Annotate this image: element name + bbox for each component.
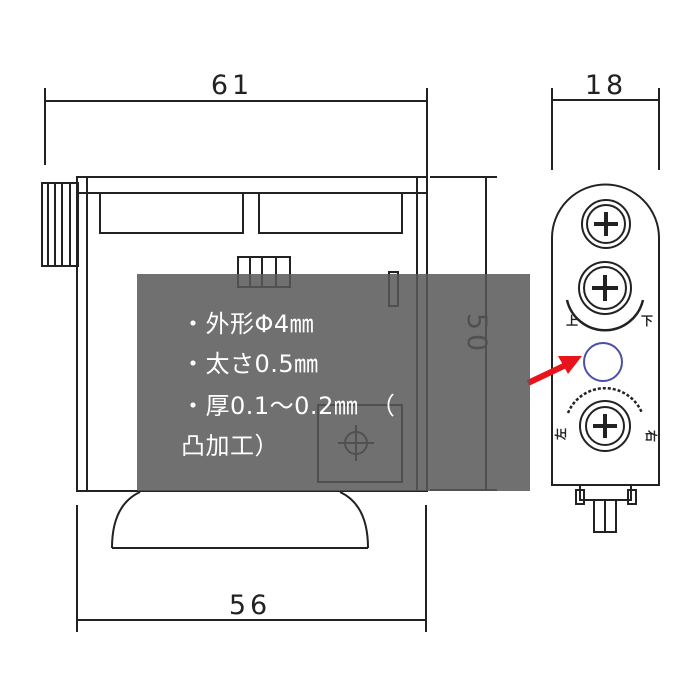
adjust-knob [41, 182, 79, 267]
dimension-56-label: 56 [229, 590, 271, 621]
label-left: 左 [553, 428, 568, 441]
screw-side-adjust [566, 386, 644, 452]
dimension-61-label: 61 [211, 70, 253, 101]
spec-line-depth: ・厚0.1～0.2㎜ （ [181, 392, 396, 420]
dimension-56 [76, 505, 427, 632]
label-down: 下 [641, 314, 653, 328]
dimension-61 [44, 88, 428, 180]
screw-height-adjust [565, 261, 645, 332]
label-up: 上 [566, 313, 578, 328]
spec-overlay: ・外形Φ4㎜ ・太さ0.5㎜ ・厚0.1～0.2㎜ （ 凸加工） [137, 274, 530, 491]
label-right: 右 [644, 429, 659, 442]
red-arrow-icon [526, 356, 582, 386]
spec-line-process: 凸加工） [181, 432, 279, 460]
spec-line-thickness: ・太さ0.5㎜ [181, 350, 319, 378]
roller-body-side [551, 183, 660, 533]
roller-wheel [111, 491, 369, 549]
spec-line-outer-diameter: ・外形Φ4㎜ [181, 310, 315, 338]
dimension-18-label: 18 [585, 70, 627, 101]
dimension-18 [551, 88, 660, 170]
screw-top [581, 199, 631, 249]
marker-circle [583, 342, 623, 382]
